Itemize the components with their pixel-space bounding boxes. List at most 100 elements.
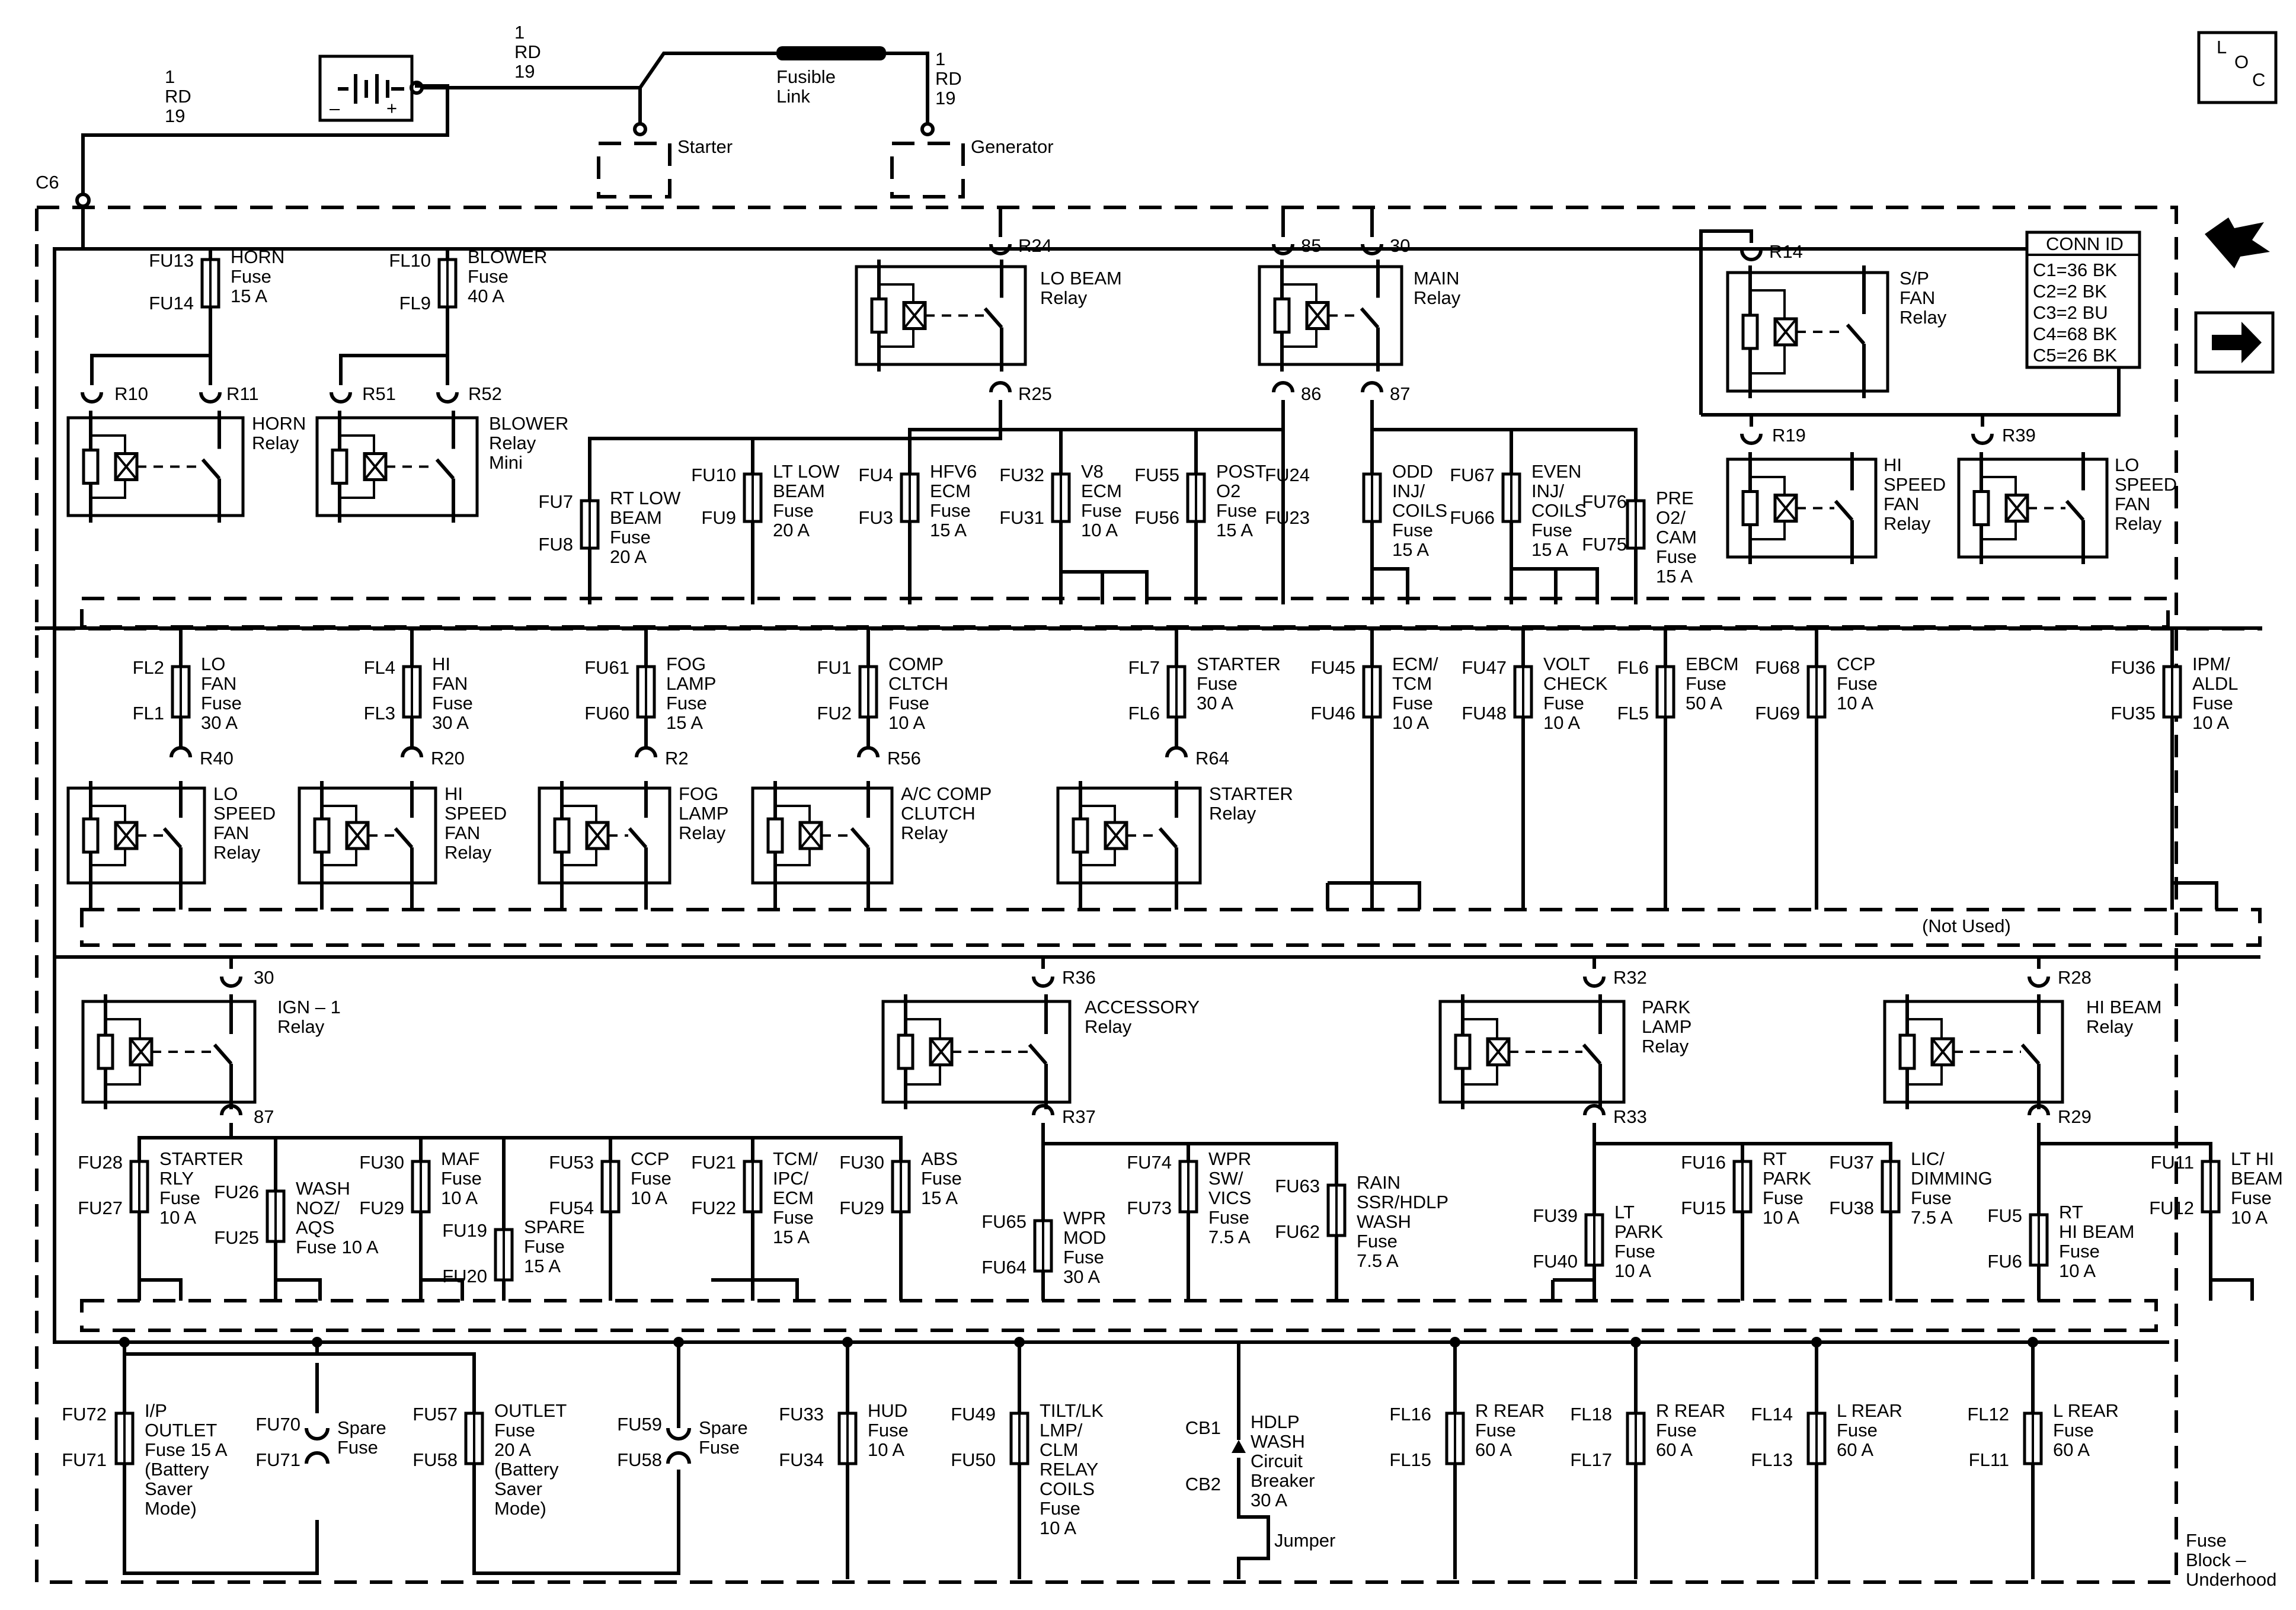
splice-dot — [842, 1337, 853, 1347]
fuse-name-posto2-line: Fuse — [1216, 500, 1257, 521]
relay-coil-wire — [1981, 521, 2017, 540]
relay-switch-blade — [2020, 1044, 2041, 1065]
fuse-pin-bottom: FU2 — [817, 703, 852, 724]
relay-terminal — [1740, 249, 1763, 261]
fuse-pin-bottom: FU40 — [1533, 1251, 1578, 1272]
fuse-name-ecmtcm-line: ECM/ — [1392, 654, 1438, 674]
relay-coil-wire — [1750, 476, 1786, 495]
battery-plus: + — [386, 98, 397, 119]
relay-name-hispeed2-line: HI — [445, 783, 463, 804]
fuse-pin-top: FL10 — [389, 250, 431, 271]
relay-coil-wire — [322, 805, 357, 822]
relay-switch-blade — [850, 827, 870, 849]
relay-pin: R20 — [431, 748, 465, 769]
relay-coil-wire — [879, 283, 914, 303]
relay-terminal — [170, 746, 192, 758]
fusible-link-label-line: Link — [776, 86, 810, 107]
fuse-name-wprsw-line: Fuse — [1208, 1207, 1249, 1228]
relay-name-foglamp-line: FOG — [679, 783, 718, 804]
wire-id-battery-line: 1 — [165, 66, 175, 87]
fuse-name-outlet-line: OUTLET — [494, 1400, 567, 1421]
fuse-name-ltlowbeam-line: BEAM — [773, 481, 825, 501]
fuse-pin-top: FL14 — [1751, 1404, 1793, 1425]
wire-id-starter-line: RD — [514, 41, 541, 62]
relay-coil-wire — [91, 479, 126, 499]
relay-switch-blade — [1360, 307, 1380, 329]
relay-name-accomp-line: CLUTCH — [901, 803, 976, 824]
fuse-name-washnoz-line: Fuse 10 A — [296, 1237, 379, 1257]
fuse-name-voltcheck-line: CHECK — [1543, 673, 1608, 694]
fuse-name-lrear2-line: Fuse — [2053, 1420, 2094, 1441]
next-page-icon — [2194, 311, 2275, 374]
fuse-pin-top: FU45 — [1310, 657, 1355, 678]
fuse-name-ipmaldl-line: IPM/ — [2192, 654, 2230, 674]
fuse-name-hud-line: HUD — [868, 1400, 907, 1421]
bus-row-2 — [80, 908, 2262, 947]
relay-name-blower-line: Relay — [489, 433, 536, 453]
relay-name-hibeam-line: HI BEAM — [2086, 997, 2161, 1017]
fuse-name-hifan-line: HI — [432, 654, 450, 674]
fuse-pin-top: FU10 — [691, 465, 736, 485]
spare-cup-top — [666, 1427, 691, 1441]
circuit-breaker-icon — [1232, 1440, 1246, 1453]
breaker-name-line: WASH — [1251, 1431, 1305, 1452]
fuse-name-hifan-line: 30 A — [432, 712, 469, 733]
fuse-pin-bottom: FU58 — [617, 1449, 662, 1470]
fuse-pin-top: FU26 — [214, 1182, 259, 1202]
fuse-pin-bottom: FU27 — [78, 1198, 123, 1218]
relay-terminal — [989, 381, 1012, 393]
relay-resistor — [82, 817, 100, 854]
relay-pin: 87 — [1390, 383, 1410, 404]
relay-resistor — [870, 297, 888, 334]
fuse-name-licdim-line: DIMMING — [1911, 1168, 1993, 1189]
fuse-name-blower-line: BLOWER — [468, 247, 547, 267]
fuse-pin-top: FU57 — [412, 1404, 458, 1425]
breaker-pin: CB2 — [1185, 1474, 1221, 1494]
relay-coil-wire — [105, 1018, 141, 1039]
relay-name-hispeed1-line: HI — [1884, 454, 1902, 475]
relay-terminal — [436, 392, 459, 404]
fuse-pin-bottom: FL17 — [1570, 1449, 1612, 1470]
relay-terminal — [199, 392, 222, 404]
fuse-pin-top: FU39 — [1533, 1205, 1578, 1226]
fuse-name-rthibeam-line: HI BEAM — [2059, 1221, 2134, 1242]
relay-terminal — [401, 746, 423, 758]
wire — [472, 1464, 680, 1575]
fuse-name-maf-line: Fuse — [441, 1168, 482, 1189]
fuse-name-foglamp-line: LAMP — [666, 673, 716, 694]
fuse-name-ltlowbeam-line: LT LOW — [773, 461, 840, 482]
fuse-pin-top: FU76 — [1582, 491, 1627, 512]
fuse-name-lrear1-line: Fuse — [1837, 1420, 1878, 1441]
fuse-pin-top: FU70 — [255, 1414, 300, 1435]
relay-switch-blade — [1158, 827, 1178, 849]
fuse-name-rtlowbeam-line: 20 A — [610, 546, 647, 567]
fuse-pin-top: FU30 — [839, 1152, 884, 1173]
battery-cells — [338, 74, 404, 104]
fuse-pin-bottom: FU20 — [442, 1266, 487, 1286]
relay-switch-blade — [162, 827, 183, 849]
fuse-name-rainssr-line: SSR/HDLP — [1357, 1192, 1448, 1212]
fuse-name-outlet-line: 20 A — [494, 1439, 531, 1460]
fuse-pin-top: FU13 — [149, 250, 194, 271]
conn-id-row: C3=2 BU — [2033, 302, 2108, 323]
fuse-pin-top: FL7 — [1128, 657, 1160, 678]
fuse-name-spare70-line: Spare — [337, 1417, 386, 1438]
c6-terminal — [75, 193, 91, 208]
relay-switch-blade — [213, 1044, 233, 1065]
fuse-pin-top: FU16 — [1681, 1152, 1726, 1173]
relay-terminal — [330, 392, 352, 404]
relay-name-lospeed1-line: SPEED — [2115, 474, 2177, 495]
fuse-name-maf-line: MAF — [441, 1148, 479, 1169]
component-locator-icon — [2205, 217, 2270, 268]
relay-name-hispeed2-line: FAN — [445, 822, 480, 843]
